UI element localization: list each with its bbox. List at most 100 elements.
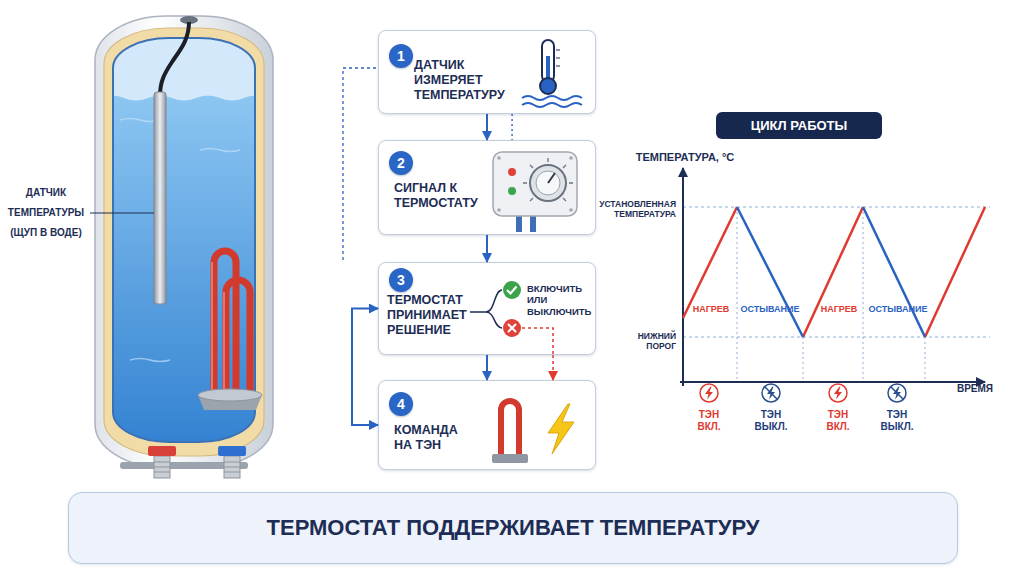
decision-options: ВКЛЮЧИТЬ ИЛИ ВЫКЛЮЧИТЬ: [527, 283, 595, 317]
thermometer-bulb: [540, 78, 556, 94]
step-number-badge: 4: [389, 392, 413, 416]
thermostat-tube: [530, 214, 536, 232]
callout-number: 2: [389, 151, 413, 175]
thermometer-tick: [556, 50, 560, 66]
check-mark: [507, 287, 517, 294]
flow-connector: [552, 355, 554, 380]
chart-title-pill: ЦИКЛ РАБОТЫ: [716, 112, 882, 139]
thermostat-tube: [516, 214, 522, 232]
threshold-label: НИЖНИЙ ПОРОГ: [616, 331, 676, 351]
hot-water-ring: [148, 446, 176, 456]
off-command-line: [522, 328, 553, 355]
thermometer-icon: [522, 40, 582, 107]
callout-label: ДАТЧИК ТЕМПЕРАТУРЫ (ЩУП В ВОДЕ): [2, 183, 90, 243]
cold-water-ring: [218, 446, 246, 456]
element-icon-base: [492, 454, 528, 463]
heater-command-icon: [492, 401, 574, 463]
flow-connector: [352, 309, 378, 426]
heating-element: [226, 280, 250, 392]
state-bolt: [767, 387, 775, 400]
dial-tick: [523, 158, 573, 201]
state-slash: [891, 387, 904, 400]
lightning-bolt: [548, 404, 574, 454]
cooling-segment: [737, 207, 925, 337]
element-icon: [501, 401, 519, 456]
element-flange-top: [198, 389, 262, 401]
pipe-thread: [154, 462, 170, 472]
dashed-leader: [343, 68, 376, 260]
state-ring: [762, 384, 780, 402]
step-number-badge: 3: [389, 268, 413, 292]
step-text: СИГНАЛ К ТЕРМОСТАТУ: [394, 181, 498, 211]
screw: [569, 156, 573, 160]
thermostat-icon: [493, 152, 577, 232]
screw: [497, 208, 501, 212]
screw: [497, 156, 501, 160]
phase-label: ОСТЫВАНИЕ: [863, 304, 933, 315]
element-highlight: [212, 262, 224, 390]
branch-line: [470, 290, 502, 328]
summary-text: ТЕРМОСТАТ ПОДДЕРЖИВАЕТ ТЕМПЕРАТУРУ: [69, 493, 957, 563]
phase-label: НАГРЕВ: [686, 304, 736, 315]
state-ring: [829, 384, 847, 402]
phase-label: ОСТЫВАНИЕ: [735, 304, 805, 315]
y-axis: [682, 168, 684, 386]
decision-box: ТЕРМОСТАТ ПРИНИМАЕТ РЕШЕНИЕ ВКЛЮЧИТЬ ИЛИ …: [378, 262, 596, 355]
step-text: КОМАНДА НА ТЭН: [394, 423, 474, 453]
check-icon: [503, 281, 521, 299]
step-text: ТЕРМОСТАТ ПРИНИМАЕТ РЕШЕНИЕ: [387, 293, 482, 338]
screw: [569, 208, 573, 212]
thermometer-mercury: [546, 56, 550, 82]
x-axis: [680, 381, 985, 383]
water-heater: [90, 16, 280, 478]
step-text: ДАТЧИК ИЗМЕРЯЕТ ТЕМПЕРАТУРУ: [414, 58, 526, 103]
water-wave: [522, 96, 582, 100]
indicator-led: [508, 187, 516, 195]
heater-on-icon: [829, 384, 847, 402]
heater-on-icon: [700, 384, 718, 402]
axis-title: ВРЕМЯ: [950, 383, 1000, 395]
phase-label: НАГРЕВ: [814, 304, 864, 315]
dial-knob: [536, 171, 560, 195]
heater-state-label: ТЭН ВКЛ.: [687, 409, 731, 433]
cycle-chart: [680, 168, 990, 386]
callout-number: 1: [389, 44, 413, 68]
flow-connector: [486, 235, 488, 262]
heater-state-label: ТЭН ВЫКЛ.: [749, 409, 793, 433]
summary-banner: ТЕРМОСТАТ ПОДДЕРЖИВАЕТ ТЕМПЕРАТУРУ: [68, 492, 958, 564]
step-box: СИГНАЛ К ТЕРМОСТАТУ 2: [378, 140, 596, 235]
flow-connector: [486, 114, 488, 140]
connector-group: [352, 114, 553, 425]
phase-divider: [737, 207, 925, 382]
chart-title: ЦИКЛ РАБОТЫ: [716, 112, 882, 139]
state-bolt: [705, 387, 713, 400]
state-bolt: [893, 387, 901, 400]
state-bolt: [834, 387, 842, 400]
indicator-led: [508, 168, 516, 176]
threshold-label: УСТАНОВЛЕННАЯ ТЕМПЕРАТУРА: [586, 199, 676, 219]
decision-branch: [470, 281, 553, 355]
cross-icon: [503, 319, 521, 337]
heater-state-label: ТЭН ВКЛ.: [816, 409, 860, 433]
step-box: ДАТЧИК ИЗМЕРЯЕТ ТЕМПЕРАТУРУ1: [378, 30, 596, 114]
callout-number: 3: [389, 268, 413, 292]
water-body: [113, 96, 255, 443]
thermostat-body: [493, 152, 577, 216]
heater-state-label: ТЭН ВЫКЛ.: [875, 409, 919, 433]
leader-line: [90, 212, 154, 213]
state-slash: [765, 387, 778, 400]
sensor-cable: [160, 22, 189, 96]
tank-wall: [113, 38, 255, 442]
step-number-badge: 2: [389, 151, 413, 175]
inlet-pipe: [224, 456, 240, 478]
thermometer-stem: [542, 40, 554, 82]
water-ripple: [120, 119, 240, 362]
setpoint-line: [683, 207, 990, 208]
water-wave: [522, 103, 582, 107]
heater-off-icon: [888, 384, 906, 402]
state-ring: [700, 384, 718, 402]
sensor-probe: [154, 92, 166, 304]
step-box: КОМАНДА НА ТЭН 4: [378, 380, 596, 470]
